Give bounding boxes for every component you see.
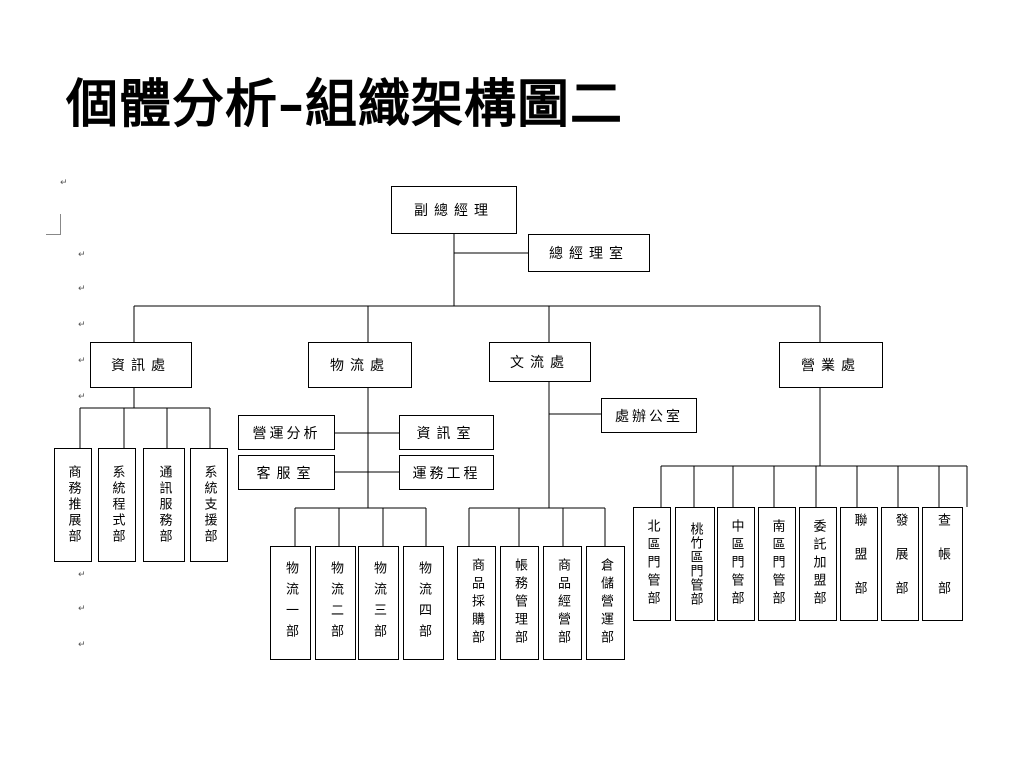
org-box-sales-unit-4: 南區門管部 xyxy=(758,507,796,621)
org-box-division-info: 資訊處 xyxy=(90,342,192,388)
paragraph-mark: ↵ xyxy=(78,250,86,260)
org-box-culture-unit-1: 商品採購部 xyxy=(457,546,496,660)
org-box-info-unit-4: 系統支援部 xyxy=(190,448,228,562)
paragraph-mark: ↵ xyxy=(78,570,86,580)
org-box-culture-unit-2: 帳務管理部 xyxy=(500,546,539,660)
org-box-top: 副總經理 xyxy=(391,186,517,234)
org-box-sales-unit-7: 發展部 xyxy=(881,507,919,621)
org-box-ops-engineering: 運務工程 xyxy=(399,455,494,490)
org-box-culture-unit-4: 倉儲營運部 xyxy=(586,546,625,660)
paragraph-mark: ↵ xyxy=(78,320,86,330)
org-box-logistics-unit-3: 物流三部 xyxy=(358,546,399,660)
org-box-logistics-unit-2: 物流二部 xyxy=(315,546,356,660)
paragraph-mark: ↵ xyxy=(78,392,86,402)
org-box-ops-analysis: 營運分析 xyxy=(238,415,335,450)
org-box-division-logistics: 物流處 xyxy=(308,342,412,388)
org-box-office: 總經理室 xyxy=(528,234,650,272)
org-box-division-office: 處辦公室 xyxy=(601,398,697,433)
org-box-info-unit-2: 系統程式部 xyxy=(98,448,136,562)
org-box-division-culture: 文流處 xyxy=(489,342,591,382)
org-box-division-sales: 營業處 xyxy=(779,342,883,388)
text-margin-corner xyxy=(46,214,61,235)
org-box-logistics-unit-1: 物流一部 xyxy=(270,546,311,660)
org-box-info-unit-1: 商務推展部 xyxy=(54,448,92,562)
paragraph-mark: ↵ xyxy=(60,178,68,188)
paragraph-mark: ↵ xyxy=(78,604,86,614)
paragraph-mark: ↵ xyxy=(78,640,86,650)
org-box-sales-unit-5: 委託加盟部 xyxy=(799,507,837,621)
org-box-customer-service: 客服室 xyxy=(238,455,335,490)
org-box-sales-unit-8: 查帳部 xyxy=(922,507,963,621)
org-box-sales-unit-3: 中區門管部 xyxy=(717,507,755,621)
org-box-logistics-unit-4: 物流四部 xyxy=(403,546,444,660)
paragraph-mark: ↵ xyxy=(78,356,86,366)
org-box-sales-unit-2: 桃竹區門管部 xyxy=(675,507,715,621)
page-title: 個體分析–組織架構圖二 xyxy=(66,74,624,135)
paragraph-mark: ↵ xyxy=(78,284,86,294)
org-box-sales-unit-6: 聯盟部 xyxy=(840,507,878,621)
org-box-info-room: 資訊室 xyxy=(399,415,494,450)
org-box-culture-unit-3: 商品經營部 xyxy=(543,546,582,660)
org-box-sales-unit-1: 北區門管部 xyxy=(633,507,671,621)
org-box-info-unit-3: 通訊服務部 xyxy=(143,448,185,562)
